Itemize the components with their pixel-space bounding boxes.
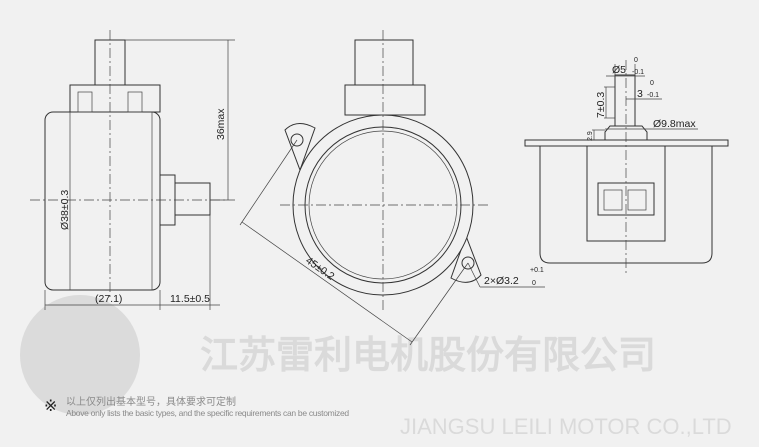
footnote: ※ 以上仅列出基本型号，具体要求可定制 Above only lists the… xyxy=(44,393,349,418)
flat-dim: 3 xyxy=(637,88,643,100)
hole-tol-upper: +0.1 xyxy=(530,267,544,274)
shaft-dia-tol-upper: 0 xyxy=(634,57,638,64)
hole-tol-lower: 0 xyxy=(532,280,536,287)
flat-tol-lower: -0.1 xyxy=(647,92,659,99)
back-view: Ø5 0 -0.1 3 0 -0.1 7±0.3 Ø9.8max 2.9 xyxy=(524,57,729,275)
reference-mark-icon: ※ xyxy=(44,398,58,415)
watermark: 江苏雷利电机股份有限公司 JIANGSU LEILI MOTOR CO.,LTD xyxy=(20,295,732,439)
diameter-dim: Ø38±0.3 xyxy=(59,190,71,230)
height-dim: 36max xyxy=(215,108,227,140)
shaft-dia-dim: Ø5 xyxy=(612,64,626,76)
boss-height-dim: 2.9 xyxy=(587,131,594,141)
hole-dim: 2×Ø3.2 xyxy=(484,275,519,287)
boss-dia-dim: Ø9.8max xyxy=(653,118,696,130)
body-length-dim: (27.1) xyxy=(95,293,122,305)
footnote-en: Above only lists the basic types, and th… xyxy=(66,408,349,418)
footnote-cn: 以上仅列出基本型号，具体要求可定制 xyxy=(66,397,236,408)
shaft-length-dim: 11.5±0.5 xyxy=(170,293,210,305)
watermark-company-cn: 江苏雷利电机股份有限公司 xyxy=(200,335,656,377)
side-view: 36max Ø38±0.3 (27.1) 11.5±0.5 xyxy=(30,30,235,310)
flat-tol-upper: 0 xyxy=(650,80,654,87)
shaft-dia-tol-lower: -0.1 xyxy=(632,69,644,76)
watermark-logo xyxy=(20,295,140,415)
front-view: 45±0.2 2×Ø3.2 +0.1 0 xyxy=(239,30,545,346)
watermark-company-en: JIANGSU LEILI MOTOR CO.,LTD xyxy=(400,414,732,439)
shaft-len-dim: 7±0.3 xyxy=(595,92,607,118)
